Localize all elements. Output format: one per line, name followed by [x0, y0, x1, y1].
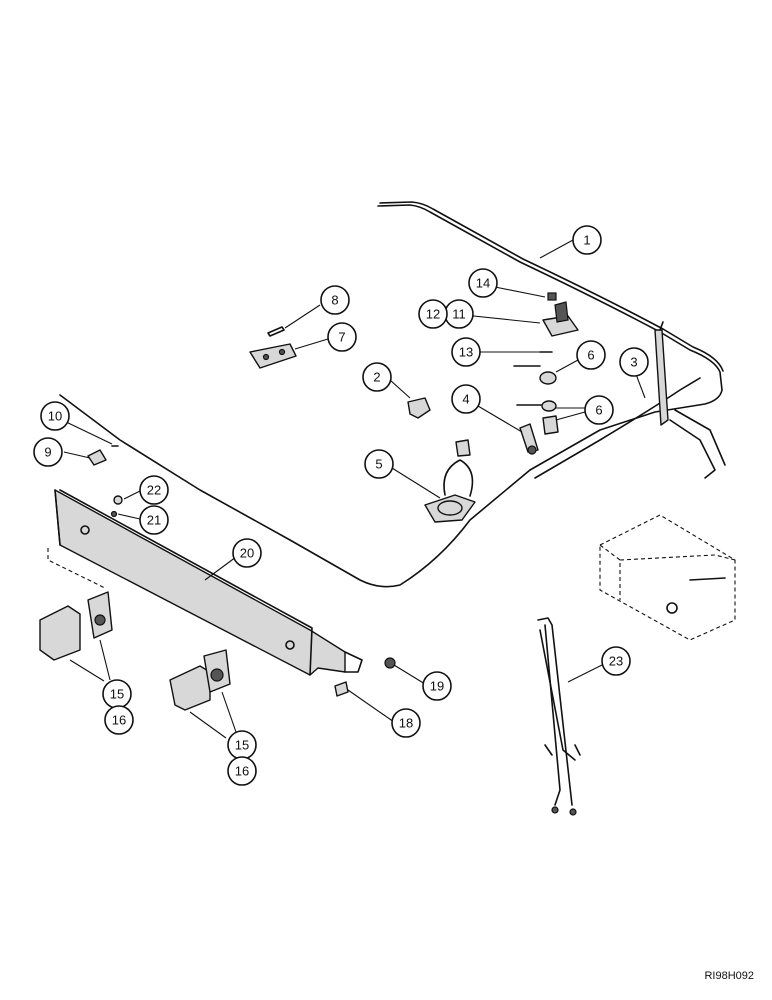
svg-text:8: 8: [331, 293, 338, 308]
callout-7: 7: [327, 322, 357, 352]
wiper-arm-part-23: [537, 617, 581, 816]
svg-text:15: 15: [110, 687, 124, 702]
callout-20: 20: [232, 538, 262, 568]
roof-harness-part-1: [59, 201, 724, 588]
callout-5: 5: [364, 449, 394, 479]
svg-text:16: 16: [112, 713, 126, 728]
drawing-id-label: RI98H092: [704, 970, 754, 982]
part-18-bolt: [334, 681, 349, 697]
svg-text:20: 20: [240, 546, 254, 561]
svg-text:12: 12: [426, 307, 440, 322]
reference-box: [599, 514, 736, 641]
callout-10: 10: [40, 401, 70, 431]
part-15-lamp-left: [39, 591, 113, 661]
callout-3: 3: [619, 347, 649, 377]
callout-12: 12: [418, 299, 448, 329]
part-4-plug: [519, 423, 539, 455]
leader-lines: [61, 239, 646, 739]
callout-21: 21: [139, 505, 169, 535]
svg-text:1: 1: [583, 233, 590, 248]
part-15-lamp-right: [169, 649, 231, 711]
callout-13: 13: [451, 337, 481, 367]
svg-text:9: 9: [44, 445, 51, 460]
antenna-cable-part-3: [534, 321, 726, 479]
callout-8: 8: [320, 285, 350, 315]
callouts: 1 2 3 4 5 6 6 7 8 9 10 11 12 13 14 15 16…: [33, 225, 649, 786]
callout-14: 14: [468, 268, 498, 298]
svg-text:18: 18: [399, 716, 413, 731]
callout-15a: 15: [102, 679, 132, 709]
light-bar-part-20: [47, 489, 363, 676]
part-11-switch: [542, 301, 579, 337]
callout-16b: 16: [227, 756, 257, 786]
svg-text:21: 21: [147, 513, 161, 528]
callout-4: 4: [451, 384, 481, 414]
callout-22: 22: [139, 475, 169, 505]
part-2-grommet: [407, 397, 431, 419]
callout-9: 9: [33, 437, 63, 467]
part-19-nut: [384, 657, 396, 669]
svg-text:19: 19: [430, 679, 444, 694]
svg-text:22: 22: [147, 483, 161, 498]
svg-text:15: 15: [235, 738, 249, 753]
svg-text:7: 7: [338, 330, 345, 345]
svg-text:13: 13: [459, 345, 473, 360]
callout-15b: 15: [227, 730, 257, 760]
svg-text:11: 11: [452, 307, 466, 322]
callout-18: 18: [391, 708, 421, 738]
svg-text:10: 10: [48, 409, 62, 424]
callout-1: 1: [572, 225, 602, 255]
part-8-bulb: [267, 326, 285, 337]
part-5-dome-light: [424, 439, 476, 523]
svg-text:14: 14: [476, 276, 490, 291]
svg-text:5: 5: [375, 457, 382, 472]
callout-2: 2: [362, 362, 392, 392]
callout-16a: 16: [104, 705, 134, 735]
callout-6a: 6: [576, 340, 606, 370]
callout-19: 19: [422, 671, 452, 701]
part-6-connectors: [513, 365, 559, 435]
callout-23: 23: [601, 646, 631, 676]
callout-11: 11: [444, 299, 474, 329]
svg-text:6: 6: [587, 348, 594, 363]
svg-text:2: 2: [373, 370, 380, 385]
part-7-lamp: [249, 343, 297, 369]
part-14-knob: [547, 292, 557, 301]
svg-text:6: 6: [595, 403, 602, 418]
part-9-bracket: [87, 449, 107, 466]
callout-6b: 6: [584, 395, 614, 425]
svg-text:3: 3: [630, 355, 637, 370]
svg-text:16: 16: [235, 764, 249, 779]
svg-text:4: 4: [462, 392, 469, 407]
part-22-nut: [113, 495, 123, 505]
svg-text:23: 23: [609, 654, 623, 669]
part-21-washer: [110, 510, 118, 518]
